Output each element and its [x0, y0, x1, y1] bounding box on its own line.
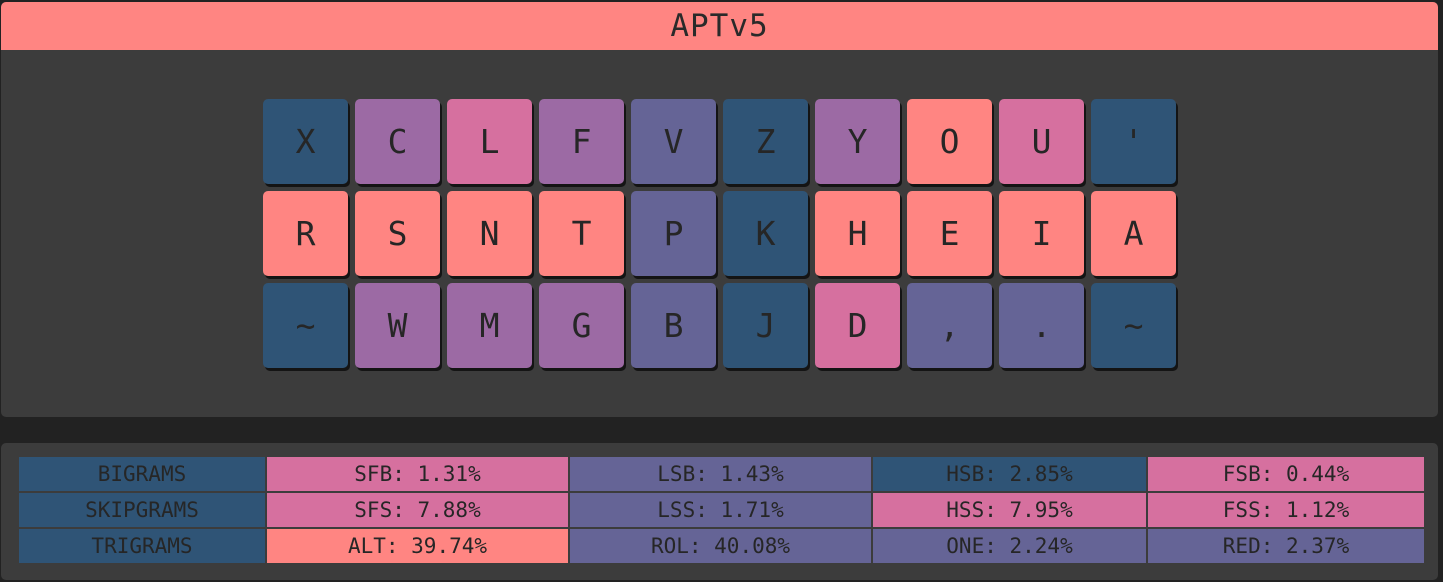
stats-row-label: SKIPGRAMS [17, 491, 267, 529]
stats-row-label: BIGRAMS [17, 455, 267, 493]
key-r3-c5: B [631, 283, 716, 368]
stat-cell: FSB: 0.44% [1146, 455, 1426, 493]
key-r3-c1: ~ [263, 283, 348, 368]
stat-cell: ROL: 40.08% [568, 527, 873, 565]
key-r3-c8: , [907, 283, 992, 368]
stat-cell: SFS: 7.88% [265, 491, 570, 529]
stat-cell: LSS: 1.71% [568, 491, 873, 529]
stat-cell: FSS: 1.12% [1146, 491, 1426, 529]
stat-cell: HSB: 2.85% [871, 455, 1148, 493]
key-r1-c6: Z [723, 99, 808, 184]
key-r1-c5: V [631, 99, 716, 184]
key-r2-c5: P [631, 191, 716, 276]
key-r3-c7: D [815, 283, 900, 368]
key-r1-c4: F [539, 99, 624, 184]
key-r3-c4: G [539, 283, 624, 368]
stat-cell: SFB: 1.31% [265, 455, 570, 493]
key-r3-c6: J [723, 283, 808, 368]
key-r2-c10: A [1091, 191, 1176, 276]
stat-cell: RED: 2.37% [1146, 527, 1426, 565]
key-r1-c8: O [907, 99, 992, 184]
stat-cell: ONE: 2.24% [871, 527, 1148, 565]
key-r2-c4: T [539, 191, 624, 276]
stats-row-label: TRIGRAMS [17, 527, 267, 565]
key-r2-c3: N [447, 191, 532, 276]
key-r2-c8: E [907, 191, 992, 276]
stat-cell: ALT: 39.74% [265, 527, 570, 565]
key-r1-c10: ' [1091, 99, 1176, 184]
stat-cell: HSS: 7.95% [871, 491, 1148, 529]
key-r2-c1: R [263, 191, 348, 276]
key-r1-c2: C [355, 99, 440, 184]
key-r2-c9: I [999, 191, 1084, 276]
key-r3-c9: . [999, 283, 1084, 368]
key-r2-c6: K [723, 191, 808, 276]
key-r2-c7: H [815, 191, 900, 276]
key-r1-c1: X [263, 99, 348, 184]
layout-title: APTv5 [1, 2, 1438, 50]
key-r1-c7: Y [815, 99, 900, 184]
key-r3-c2: W [355, 283, 440, 368]
key-r3-c3: M [447, 283, 532, 368]
key-r1-c9: U [999, 99, 1084, 184]
key-r1-c3: L [447, 99, 532, 184]
key-r3-c10: ~ [1091, 283, 1176, 368]
stat-cell: LSB: 1.43% [568, 455, 873, 493]
key-r2-c2: S [355, 191, 440, 276]
